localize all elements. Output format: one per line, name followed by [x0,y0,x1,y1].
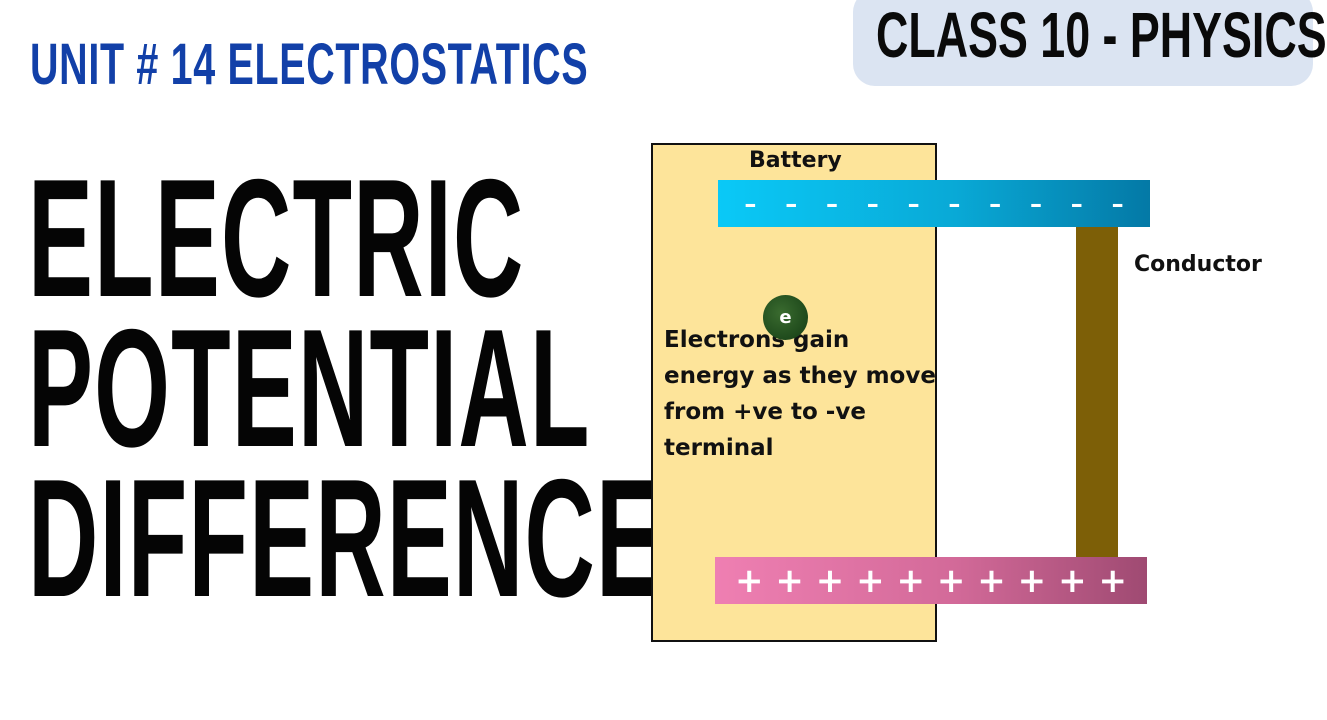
negative-charge-sign: – [825,189,838,218]
negative-charge-sign: – [1111,189,1124,218]
positive-terminal-plate: ++++++++++ [715,557,1147,604]
negative-terminal-plate: –––––––––– [718,180,1150,227]
note-line: Electrons gain [664,327,850,353]
conductor-label: Conductor [1134,252,1262,277]
negative-charge-sign: – [1070,189,1083,218]
negative-charge-sign: – [948,189,961,218]
conductor-bar [1076,227,1118,557]
battery-label: Battery [749,148,842,173]
electron-particle: e [763,295,808,340]
positive-charge-sign: + [977,560,1006,601]
main-title-line-2: POTENTIAL [28,294,591,482]
electron-note: Electrons gain energy as they move from … [664,322,936,466]
positive-charge-sign: + [1017,560,1047,601]
negative-charge-sign: – [785,189,798,218]
note-line: from +ve to -ve [664,399,866,425]
negative-charge-sign: – [866,189,879,218]
negative-charge-sign: – [989,189,1002,218]
main-title-line-3: DIFFERENCE [28,444,663,632]
note-line: energy as they move [664,363,936,389]
negative-charge-sign: – [907,189,920,218]
positive-charge-sign: + [1058,560,1087,601]
note-line: terminal [664,435,774,461]
positive-charge-sign: + [856,560,885,601]
positive-charge-sign: + [896,560,926,601]
unit-title: UNIT # 14 ELECTROSTATICS [30,32,589,97]
positive-charge-sign: + [734,560,764,601]
main-title-line-1: ELECTRIC [28,144,525,332]
positive-charge-sign: + [936,560,966,601]
positive-charge-sign: + [775,560,804,601]
class-badge-text: CLASS 10 - PHYSICS [876,0,1327,71]
positive-charge-sign: + [1098,560,1127,601]
positive-charge-sign: + [815,560,845,601]
negative-charge-sign: – [744,189,757,218]
negative-charge-sign: – [1029,189,1042,218]
class-badge [853,0,1313,86]
